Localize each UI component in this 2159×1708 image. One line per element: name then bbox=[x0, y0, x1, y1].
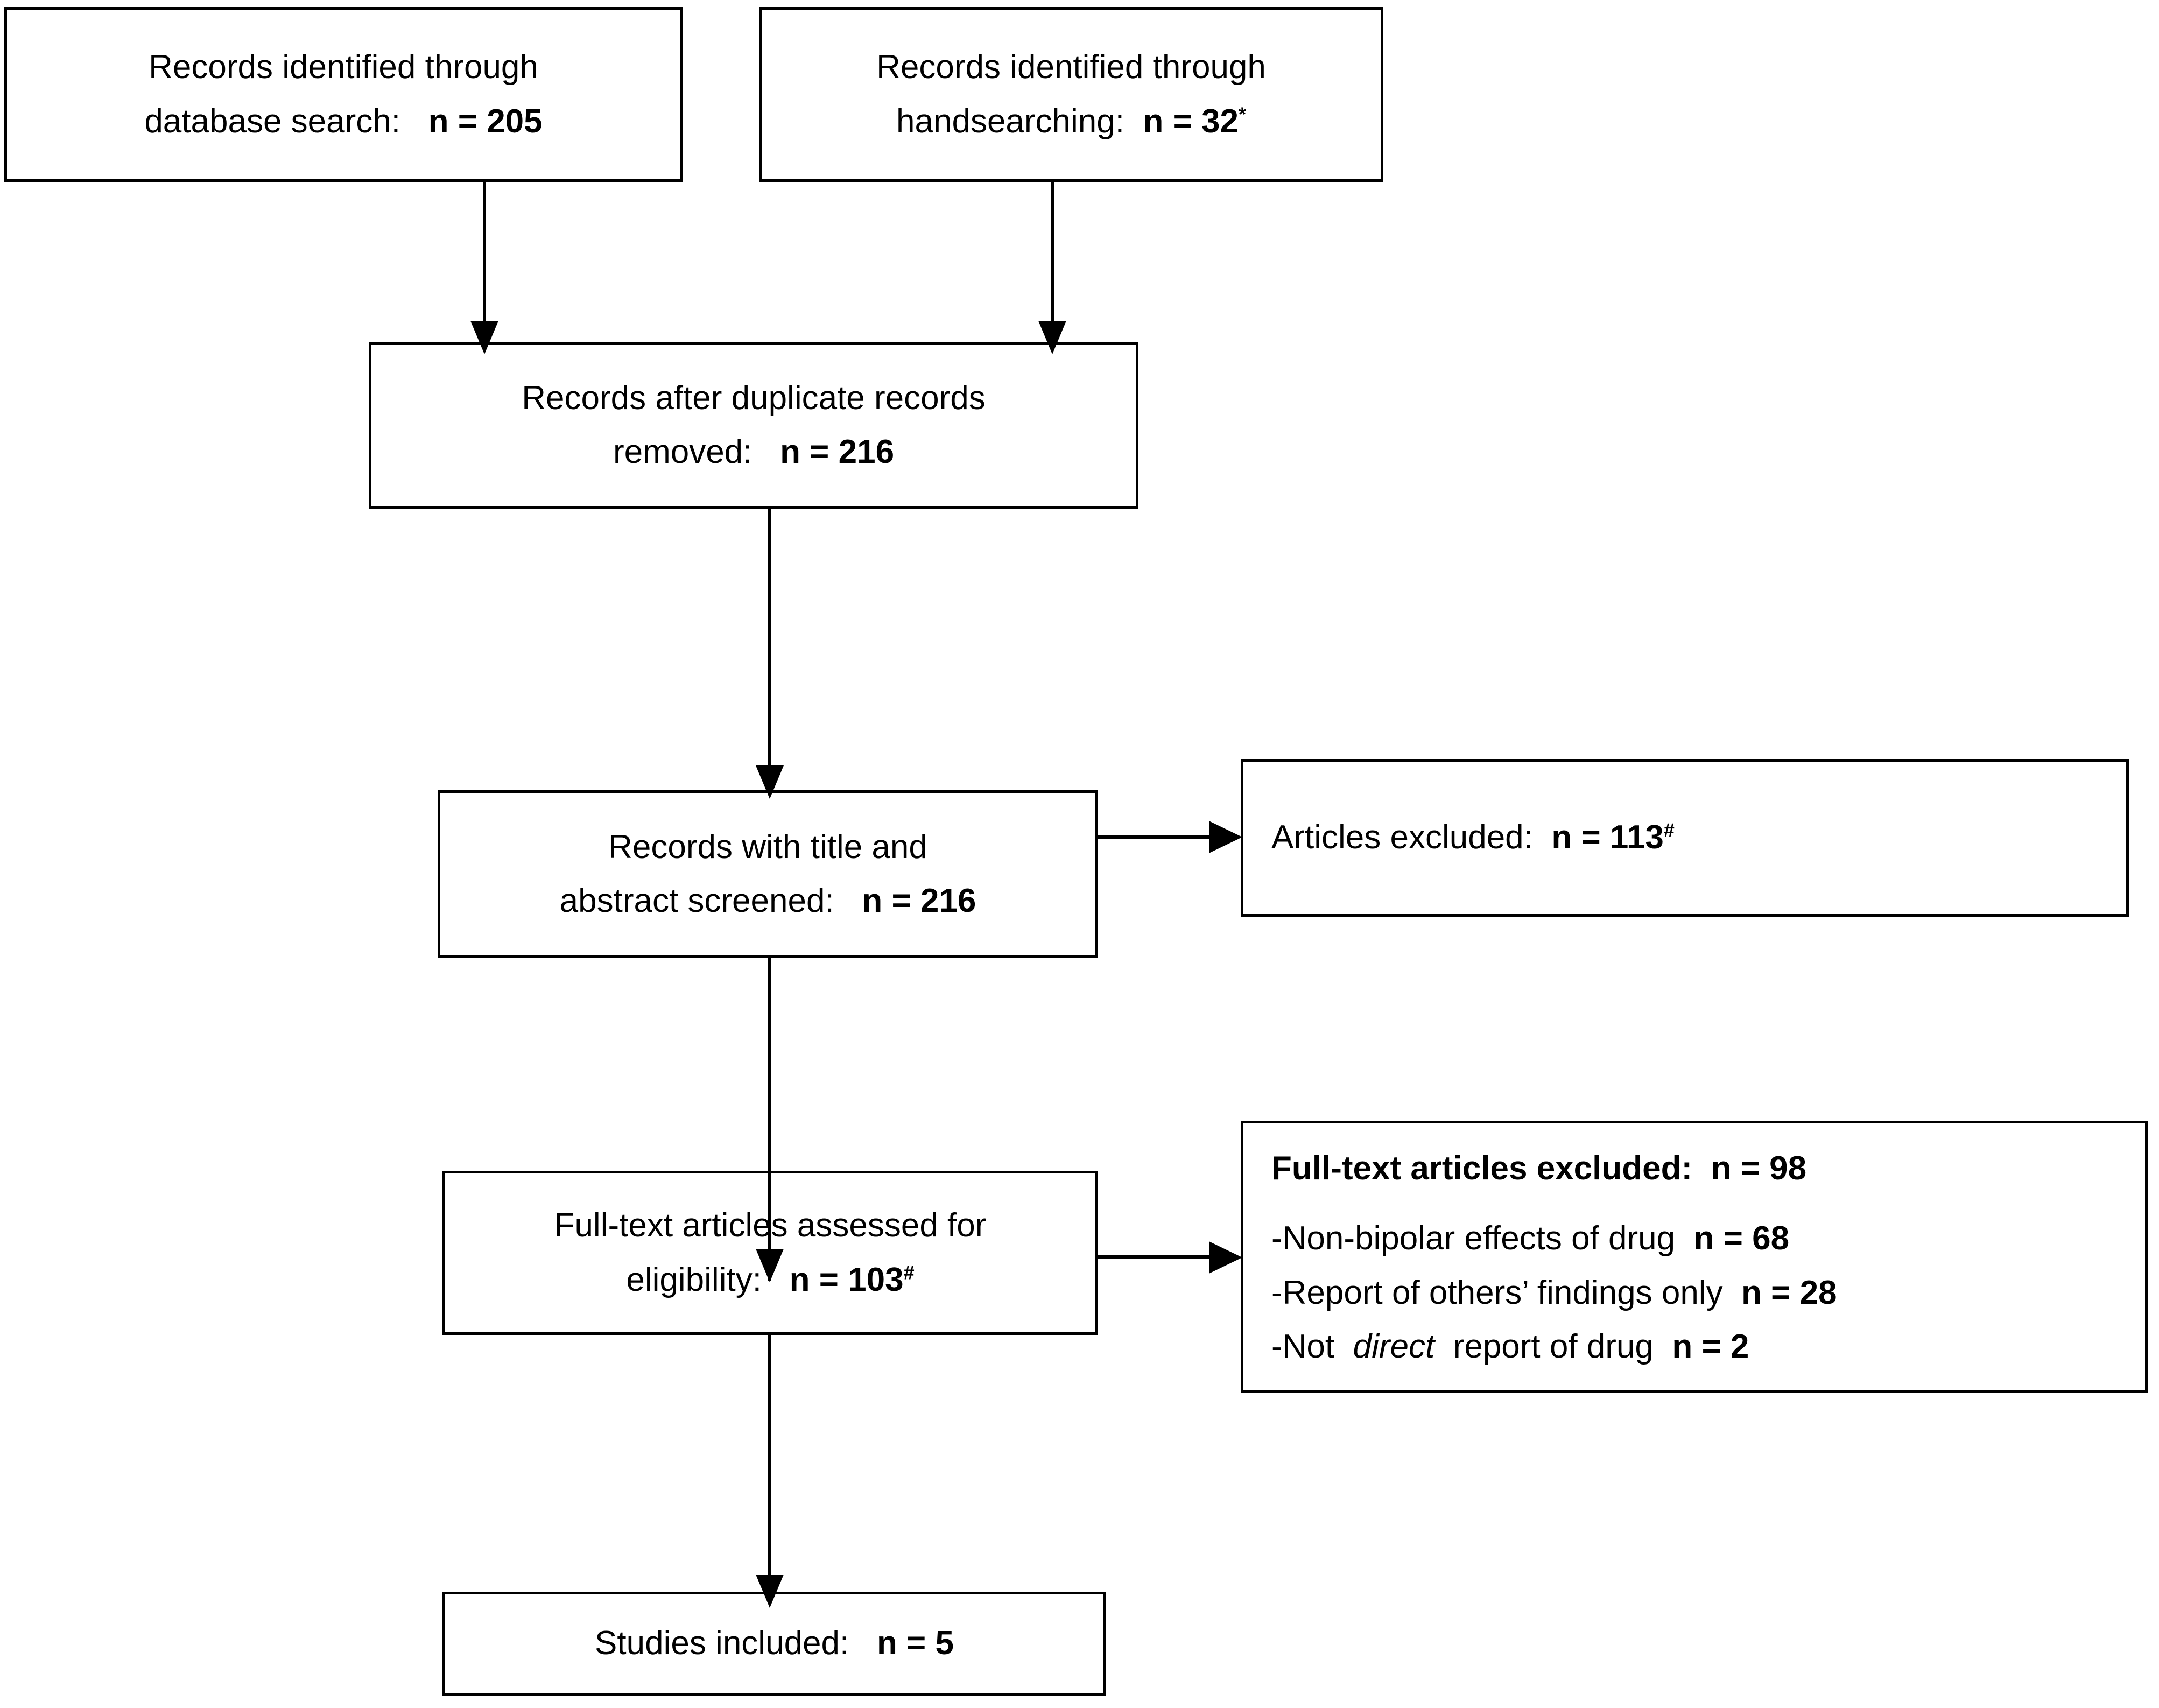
box-studies-included: Studies included: n = 5 bbox=[442, 1592, 1106, 1696]
full-text-excluded-reason-value: n = 68 bbox=[1693, 1220, 1790, 1257]
duplicates-removed-line2: removed: n = 216 bbox=[613, 425, 894, 479]
full-text-excluded-reason-suffix: report of drug bbox=[1453, 1328, 1654, 1366]
database-search-line2: database search: n = 205 bbox=[144, 95, 542, 149]
full-text-excluded-reason-row: -Not direct report of drug n = 2 bbox=[1271, 1320, 1749, 1374]
arrow-database-search-to-duplicates-line bbox=[483, 182, 486, 343]
duplicates-removed-label: removed: bbox=[613, 433, 753, 470]
screened-value: n = 216 bbox=[862, 882, 976, 919]
screened-line2: abstract screened: n = 216 bbox=[560, 874, 976, 928]
handsearching-label: handsearching: bbox=[896, 102, 1124, 140]
articles-excluded-line: Articles excluded: n = 113# bbox=[1271, 811, 1675, 864]
studies-included-line: Studies included: n = 5 bbox=[595, 1616, 954, 1670]
screened-label: abstract screened: bbox=[559, 882, 834, 919]
full-text-assessed-line2: eligibility: n = 103# bbox=[626, 1253, 914, 1307]
handsearching-footnote-marker: * bbox=[1238, 102, 1246, 125]
arrow-full-text-to-studies-included-head bbox=[756, 1575, 784, 1608]
arrow-duplicates-to-screened-line bbox=[768, 509, 771, 793]
duplicates-removed-value: n = 216 bbox=[780, 433, 895, 470]
full-text-excluded-heading: Full-text articles excluded: n = 98 bbox=[1271, 1142, 1806, 1196]
full-text-excluded-reason-row: -Non-bipolar effects of drug n = 68 bbox=[1271, 1212, 1789, 1266]
full-text-assessed-footnote-marker: # bbox=[903, 1261, 915, 1283]
database-search-line1: Records identified through bbox=[149, 48, 538, 86]
box-records-title-abstract-screened: Records with title and abstract screened… bbox=[438, 790, 1098, 958]
full-text-excluded-heading-value: n = 98 bbox=[1711, 1150, 1807, 1187]
articles-excluded-label: Articles excluded: bbox=[1271, 819, 1533, 856]
arrow-screened-to-full-text-head bbox=[756, 1249, 784, 1282]
full-text-excluded-reason-row: -Report of others’ findings only n = 28 bbox=[1271, 1266, 1837, 1320]
box-records-identified-database-search: Records identified through database sear… bbox=[4, 7, 683, 182]
articles-excluded-value: n = 113 bbox=[1551, 819, 1664, 856]
full-text-assessed-value: n = 103 bbox=[789, 1261, 904, 1298]
full-text-excluded-reason-text: -Not bbox=[1271, 1328, 1335, 1366]
arrow-screened-to-articles-excluded-head bbox=[1209, 821, 1242, 853]
full-text-excluded-heading-label: Full-text articles excluded: bbox=[1271, 1150, 1693, 1187]
arrow-database-search-to-duplicates-head bbox=[470, 321, 498, 354]
screened-line1: Records with title and bbox=[608, 828, 927, 866]
arrow-handsearching-to-duplicates-head bbox=[1038, 321, 1066, 354]
arrow-full-text-to-studies-included-line bbox=[768, 1335, 771, 1604]
arrow-screened-to-full-text-line bbox=[768, 958, 771, 1281]
handsearching-value: n = 32 bbox=[1143, 102, 1239, 140]
box-records-after-duplicates-removed: Records after duplicate records removed:… bbox=[369, 342, 1138, 509]
arrow-handsearching-to-duplicates-line bbox=[1051, 182, 1054, 343]
box-full-text-articles-excluded: Full-text articles excluded: n = 98 -Non… bbox=[1241, 1121, 2148, 1393]
arrow-duplicates-to-screened-head bbox=[756, 765, 784, 799]
studies-included-label: Studies included: bbox=[595, 1625, 849, 1662]
arrow-full-text-to-excluded-head bbox=[1209, 1241, 1242, 1274]
studies-included-value: n = 5 bbox=[876, 1625, 954, 1662]
database-search-value: n = 205 bbox=[428, 102, 543, 140]
arrow-full-text-to-excluded-line bbox=[1098, 1255, 1233, 1259]
full-text-excluded-reason-text: -Non-bipolar effects of drug bbox=[1271, 1220, 1676, 1257]
full-text-assessed-label: eligibility: bbox=[626, 1261, 762, 1298]
full-text-excluded-reason-value: n = 28 bbox=[1741, 1274, 1837, 1311]
full-text-excluded-reason-value: n = 2 bbox=[1672, 1328, 1749, 1366]
handsearching-line2: handsearching: n = 32* bbox=[896, 95, 1246, 149]
articles-excluded-footnote-marker: # bbox=[1663, 819, 1675, 841]
full-text-excluded-reason-text: -Report of others’ findings only bbox=[1271, 1274, 1723, 1311]
duplicates-removed-line1: Records after duplicate records bbox=[522, 379, 986, 417]
arrow-screened-to-articles-excluded-line bbox=[1098, 835, 1233, 839]
box-records-identified-handsearching: Records identified through handsearching… bbox=[759, 7, 1383, 182]
full-text-excluded-reason-emphasis: direct bbox=[1353, 1328, 1435, 1366]
database-search-label: database search: bbox=[144, 102, 400, 140]
handsearching-line1: Records identified through bbox=[876, 48, 1266, 86]
box-articles-excluded: Articles excluded: n = 113# bbox=[1241, 759, 2129, 917]
